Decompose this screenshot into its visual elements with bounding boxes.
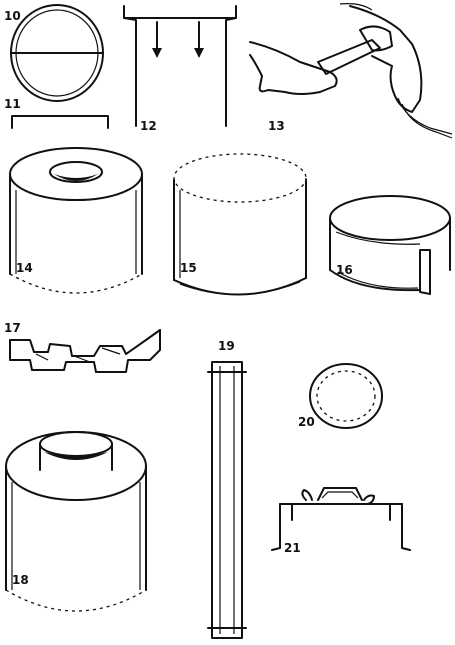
fig15-cylinder xyxy=(173,153,307,296)
fig11-strip xyxy=(11,115,109,129)
fig16-band xyxy=(329,195,451,295)
fig21-lid-handle xyxy=(271,487,411,551)
fig14-cylinder-with-top xyxy=(9,147,143,294)
fig17-label: 17 xyxy=(4,321,21,335)
fig20-ring xyxy=(309,363,383,429)
fig10-label: 10 xyxy=(4,9,21,23)
fig15-label: 15 xyxy=(180,261,197,275)
down-arrow-icon xyxy=(152,48,162,58)
fig13-hammering-hands xyxy=(249,3,453,139)
fig19-label: 19 xyxy=(218,339,235,353)
fig20-label: 20 xyxy=(298,415,315,429)
fig18-label: 18 xyxy=(12,573,29,587)
fig16-label: 16 xyxy=(336,263,353,277)
fig12-label: 12 xyxy=(140,119,157,133)
fig18-large-cylinder xyxy=(5,431,147,612)
fig19-tube xyxy=(207,361,247,639)
fig10-disc xyxy=(10,4,104,102)
fig17-notched-strip xyxy=(9,329,161,373)
fig14-label: 14 xyxy=(16,261,33,275)
fig12-channel xyxy=(123,5,237,127)
fig11-label: 11 xyxy=(4,97,21,111)
fig13-label: 13 xyxy=(268,119,285,133)
down-arrow-icon xyxy=(194,48,204,58)
fig21-label: 21 xyxy=(284,541,301,555)
